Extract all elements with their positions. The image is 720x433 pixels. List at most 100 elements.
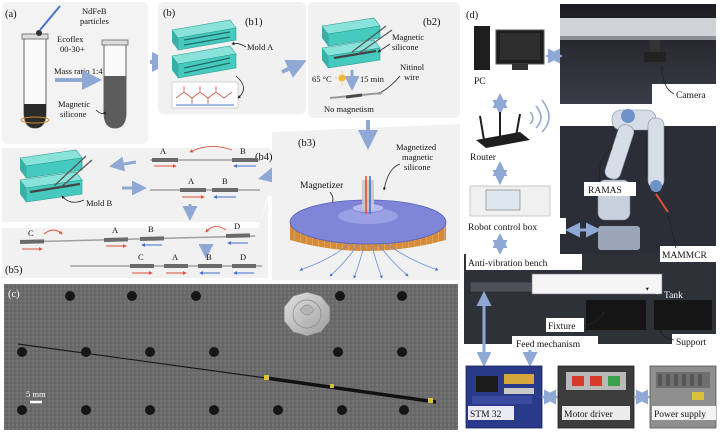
arrow-to-mold-b (109, 156, 137, 172)
tank-pointer (645, 287, 659, 295)
mass-ratio-label: Mass ratio 1:4 (54, 66, 103, 76)
mold-b-pointer (61, 195, 85, 203)
tube-magnetic-silicone-contents (104, 76, 126, 128)
segment-b-b5-row-1 (140, 236, 165, 241)
panel-b-label: (b) (163, 8, 176, 19)
segment-a-b5-row-2 (164, 264, 188, 268)
mammcr-robot-photo (265, 376, 437, 404)
segment-a-b5-row-1 (104, 237, 129, 242)
power-supply-label-background (652, 406, 716, 420)
segment-a-label-2: A (188, 176, 195, 186)
segment-d-b5-row-2 (232, 264, 256, 268)
ramas-pointer (598, 147, 613, 183)
panel-b2-label: (b2) (423, 17, 441, 28)
magnetic-silicone-label-2: silicone (392, 42, 419, 52)
pc-label: PC (474, 77, 486, 87)
segment-c-label-b5-2: C (138, 252, 144, 262)
scale-bar-label: 5 mm (26, 389, 46, 399)
anti-vibration-bench-label: Anti-vibration bench (468, 259, 548, 269)
panel-c-photo-background (4, 284, 458, 430)
feed-mechanism-label: Feed mechanism (516, 340, 581, 350)
tube-ecoflex-contents (24, 104, 46, 128)
ecoflex-grade-label: 00-30 (60, 44, 80, 54)
ecoflex-label: Ecoflex (57, 34, 84, 44)
support-left-photo (586, 300, 646, 330)
segment-b-label-b5-1: B (148, 224, 154, 234)
panel-b3-label: (b3) (298, 138, 316, 149)
segment-c-b5-row-1 (20, 239, 45, 244)
segment-a-label-1: A (160, 146, 167, 156)
ndfeb-label: NdFeB (82, 6, 107, 16)
pc-icon[interactable] (474, 26, 545, 70)
stm32-label: STM 32 (470, 410, 502, 420)
panel-b1: (b) (b1) Mold A (158, 2, 306, 114)
magnetized-label-2: magnetic (402, 152, 433, 162)
tank-photo (531, 273, 663, 295)
tank-label: Tank (664, 291, 683, 301)
stm32-label-background (468, 406, 514, 420)
panel-b5-label: (b5) (5, 265, 23, 276)
wire-label: wire (404, 72, 419, 82)
sun-icon (335, 71, 349, 85)
segment-a-row-2 (180, 188, 206, 192)
lab-photo (464, 4, 716, 344)
segment-d-label-b5-2: D (240, 252, 246, 262)
segment-b-label-b5-2: B (206, 252, 212, 262)
marker-segment-1 (264, 375, 269, 380)
particles-label: particles (80, 16, 109, 26)
magnetizer-device (289, 176, 447, 251)
no-magnetism-label: No magnetism (324, 104, 374, 114)
mammcr-label: MAMMCR (662, 251, 708, 261)
nitinol-label: Nitinol (400, 62, 425, 72)
segment-b-label-2: B (222, 176, 228, 186)
fixture-pointer (583, 311, 605, 327)
support-right-photo (654, 300, 712, 330)
bend-arrow-c (43, 229, 63, 235)
optical-table-holes (17, 291, 409, 415)
mammcr-pointer (667, 215, 677, 249)
camera-pointer (660, 65, 675, 95)
stir-ring-icon (20, 116, 50, 124)
segment-b-row-1 (232, 158, 258, 162)
segment-a-row-1 (152, 158, 178, 162)
wire-b5-row-1 (19, 235, 256, 243)
control-box-label-background (466, 218, 566, 234)
panel-b5: (b5) C A B D C A B D (2, 200, 268, 278)
silicone-pointer (95, 109, 107, 115)
magnetized-pointer (382, 163, 401, 191)
marker-segment-3 (428, 398, 433, 403)
segment-a-label-b5-1: A (112, 225, 119, 235)
nitinol-wire-photo (17, 343, 267, 379)
router-icon[interactable] (476, 112, 530, 148)
magnetized-label-1: Magnetized (396, 142, 437, 152)
chemistry-chain-icon (175, 86, 233, 104)
chemistry-inset (171, 81, 239, 109)
time-label: 15 min (360, 74, 385, 84)
magnetic-label: Magnetic (58, 99, 90, 109)
silicone-label: silicone (60, 109, 87, 119)
motor-driver-label-background (562, 406, 630, 420)
segment-b-row-2 (212, 188, 238, 192)
motor-driver-label: Motor driver (564, 410, 614, 420)
bend-arrow-row-1 (189, 146, 233, 153)
panel-b4-label: (b4) (255, 152, 273, 163)
panel-a-label: (a) (5, 9, 17, 20)
support-pointer (659, 329, 675, 341)
panel-d-label: (d) (466, 10, 479, 21)
feed-label-background (512, 336, 598, 350)
fixture-label-background (546, 318, 584, 332)
wifi-icon (529, 99, 550, 133)
mold-a-filled-icon (321, 17, 393, 69)
segment-d-label-b5-1: D (234, 221, 240, 231)
ramas-label-background (584, 182, 636, 196)
segment-c-label-b5-1: C (28, 228, 34, 238)
robot-control-box-label: Robot control box (468, 223, 537, 233)
panel-b2: (b2) Magnetic silicone 65 °C 15 min Niti… (308, 2, 460, 118)
support-label-background (672, 334, 718, 348)
segment-d-b5-row-1 (225, 233, 251, 238)
panel-b1-label: (b1) (245, 17, 263, 28)
mold-a-pointer (231, 41, 247, 48)
magnetic-silicone-pointer (377, 43, 391, 53)
panel-a: (a) Ecoflex 00-30 NdFeB particles + Mass… (2, 2, 148, 144)
camera-label: Camera (676, 91, 706, 101)
